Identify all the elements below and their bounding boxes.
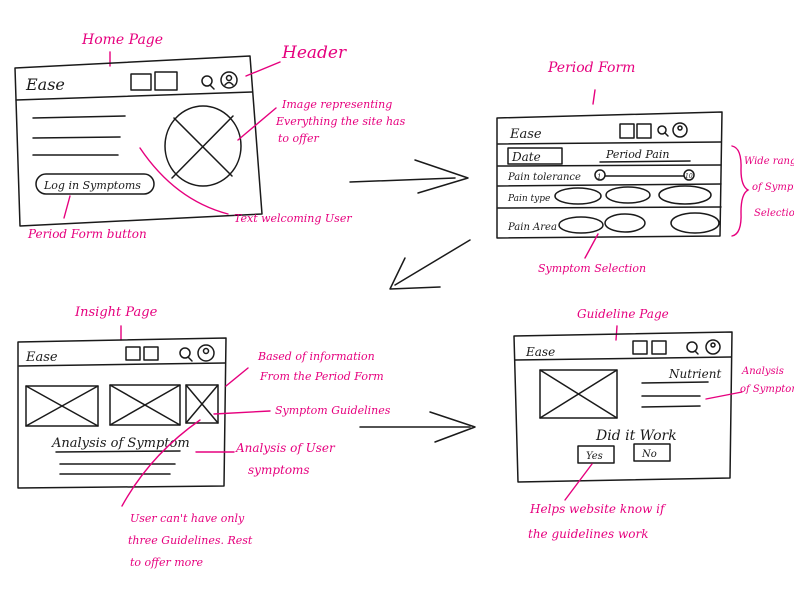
period-pain-tolerance-label: Pain tolerance bbox=[507, 172, 581, 183]
flow-arrow-insight-to-guideline bbox=[359, 411, 476, 443]
period-brand: Ease bbox=[509, 127, 542, 142]
guideline-card-1[interactable] bbox=[25, 385, 99, 427]
period-window-frame bbox=[496, 111, 723, 239]
home-search-icon[interactable] bbox=[201, 75, 215, 90]
range-brace bbox=[731, 145, 750, 237]
home-nav-icon-2[interactable] bbox=[154, 71, 178, 91]
header-annotation: Header bbox=[281, 43, 347, 63]
period-pain-slider[interactable]: 1 10 bbox=[594, 169, 695, 181]
home-header-divider bbox=[15, 91, 253, 101]
home-log-symptoms-button[interactable]: Log in Symptoms bbox=[35, 173, 155, 195]
flow-arrow-period-to-insight bbox=[389, 239, 471, 290]
home-text-line-2 bbox=[32, 136, 121, 139]
pain-area-option-1[interactable] bbox=[558, 216, 604, 234]
home-profile-icon[interactable] bbox=[220, 71, 238, 89]
period-form-title: Period Form bbox=[547, 60, 635, 76]
range-annotation-line-1: Wide range bbox=[744, 156, 794, 167]
analysis-annotation-line-2: symptoms bbox=[248, 463, 310, 477]
guideline-nutrient-title: Nutrient bbox=[668, 367, 721, 381]
period-nav-icon-1[interactable] bbox=[619, 123, 635, 139]
home-page-sketch: Home Page Ease Log in Symptoms bbox=[14, 32, 406, 241]
pain-area-option-3[interactable] bbox=[670, 212, 720, 234]
guideline-search-icon[interactable] bbox=[686, 341, 699, 355]
home-text-line-1 bbox=[32, 115, 126, 119]
home-page-title: Home Page bbox=[81, 32, 163, 48]
limit-annotation-line-3: to offer more bbox=[130, 556, 204, 569]
insight-brand: Ease bbox=[25, 350, 58, 365]
range-annotation-line-3: Selection bbox=[754, 208, 794, 219]
text-annotation: Text welcoming User bbox=[234, 212, 352, 225]
guidelines-annotation: Symptom Guidelines bbox=[275, 404, 391, 417]
yes-label: Yes bbox=[586, 451, 603, 462]
pain-type-option-3[interactable] bbox=[658, 185, 712, 205]
no-label: No bbox=[641, 449, 657, 460]
period-profile-icon[interactable] bbox=[672, 122, 688, 138]
image-annotation-line-3: to offer bbox=[278, 132, 319, 145]
button-annotation: Period Form button bbox=[27, 227, 147, 241]
pain-type-option-2[interactable] bbox=[605, 186, 651, 204]
period-form-sketch: Period Form Ease Date Period Pain Pain t… bbox=[496, 60, 794, 275]
guideline-analysis-annotation-line-2: of Symptom bbox=[740, 384, 794, 395]
guideline-nav-icon-2[interactable] bbox=[651, 340, 667, 355]
home-image-placeholder bbox=[164, 105, 242, 187]
pain-area-option-2[interactable] bbox=[604, 213, 646, 233]
guideline-yes-button[interactable]: Yes bbox=[577, 445, 615, 464]
guideline-analysis-annotation-line-1: Analysis bbox=[741, 366, 784, 377]
guideline-question: Did it Work bbox=[595, 428, 677, 444]
guideline-card-3[interactable] bbox=[185, 384, 219, 424]
insight-profile-icon[interactable] bbox=[197, 344, 215, 362]
insight-page-title: Insight Page bbox=[74, 305, 158, 320]
selection-annotation: Symptom Selection bbox=[538, 262, 646, 275]
period-pain-area-label: Pain Area bbox=[507, 222, 557, 233]
image-annotation-line-2: Everything the site has bbox=[275, 115, 406, 128]
insight-search-icon[interactable] bbox=[179, 347, 193, 362]
guideline-no-button[interactable]: No bbox=[633, 443, 671, 462]
insight-page-sketch: Insight Page Ease Analysis of Symptom bbox=[17, 305, 391, 569]
slider-min-label: 1 bbox=[597, 173, 601, 181]
guideline-page-sketch: Guideline Page Ease Nutrient Did it Work… bbox=[513, 307, 794, 541]
guideline-page-title: Guideline Page bbox=[577, 307, 669, 321]
guideline-window-frame bbox=[513, 331, 733, 483]
guideline-image-placeholder bbox=[539, 369, 618, 419]
image-annotation-line-1: Image representing bbox=[281, 98, 392, 111]
guideline-profile-icon[interactable] bbox=[705, 339, 721, 355]
insight-header-divider bbox=[18, 362, 226, 367]
home-brand: Ease bbox=[25, 75, 65, 94]
insight-nav-icon-2[interactable] bbox=[143, 346, 159, 361]
slider-max-label: 10 bbox=[685, 173, 693, 180]
pain-type-option-1[interactable] bbox=[554, 187, 602, 205]
limit-annotation-line-2: three Guidelines. Rest bbox=[128, 534, 253, 547]
guideline-card-2[interactable] bbox=[109, 384, 181, 426]
period-nav-icon-2[interactable] bbox=[636, 123, 652, 139]
period-pain-type-label: Pain type bbox=[507, 194, 550, 204]
based-annotation-line-2: From the Period Form bbox=[259, 370, 384, 383]
period-search-icon[interactable] bbox=[657, 125, 669, 137]
guideline-nav-icon-1[interactable] bbox=[632, 340, 648, 355]
flow-arrow-home-to-period bbox=[349, 159, 469, 194]
helps-annotation-line-2: the guidelines work bbox=[528, 527, 648, 541]
analysis-annotation-line-1: Analysis of User bbox=[235, 441, 336, 455]
range-annotation-line-2: of Symptom bbox=[752, 182, 794, 193]
helps-annotation-line-1: Helps website know if bbox=[529, 502, 667, 516]
period-pain-title: Period Pain bbox=[605, 148, 669, 161]
home-button-label: Log in Symptoms bbox=[43, 179, 141, 192]
guideline-header-divider bbox=[514, 356, 732, 361]
insight-nav-icon-1[interactable] bbox=[125, 346, 141, 361]
period-date-field[interactable] bbox=[507, 147, 563, 165]
based-annotation-line-1: Based of information bbox=[257, 350, 375, 363]
period-date-label: Date bbox=[511, 150, 541, 164]
limit-annotation-line-1: User can't have only bbox=[130, 512, 245, 525]
home-nav-icon-1[interactable] bbox=[130, 73, 152, 91]
insight-analysis-title: Analysis of Symptom bbox=[51, 436, 190, 451]
home-window-frame bbox=[14, 55, 263, 227]
guideline-brand: Ease bbox=[525, 345, 555, 359]
insight-window-frame bbox=[17, 337, 227, 489]
period-header-divider bbox=[497, 141, 722, 145]
